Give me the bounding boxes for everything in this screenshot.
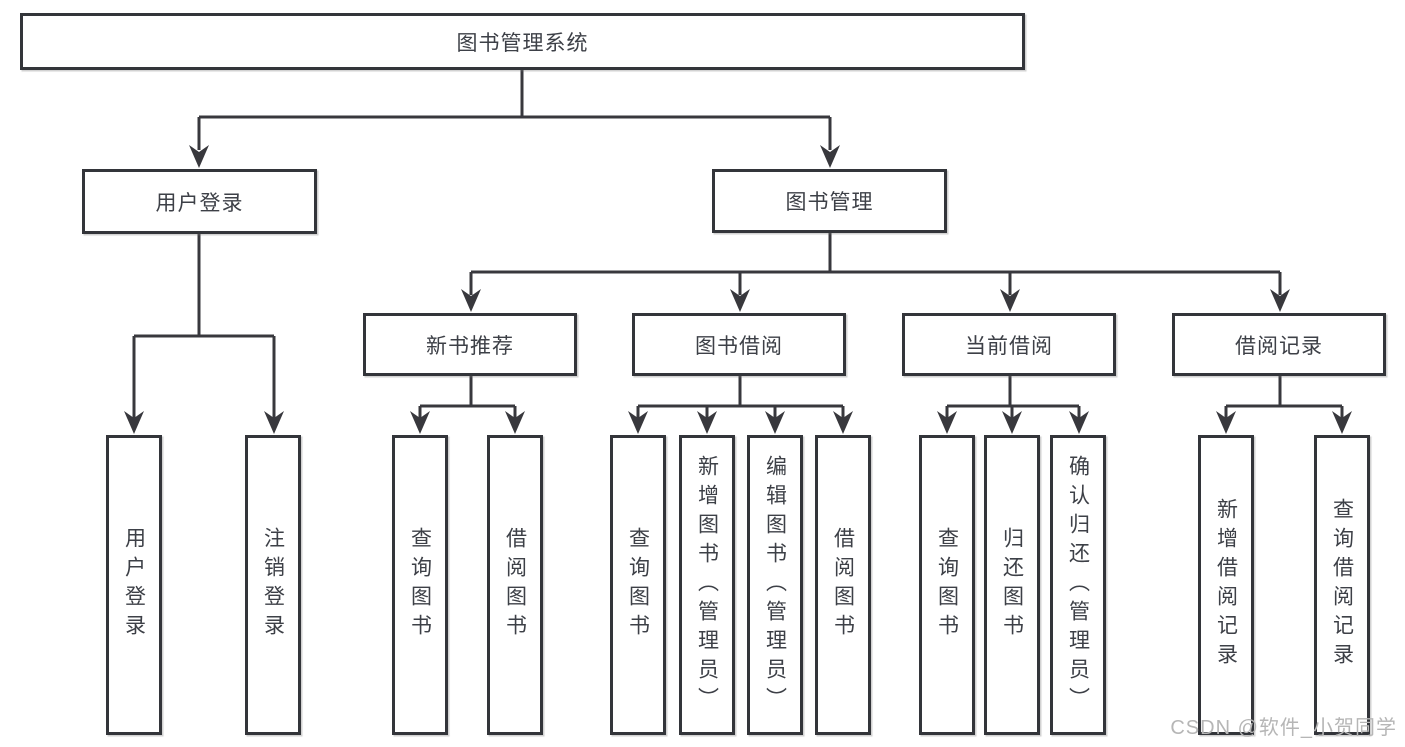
leaf-add-borrow-record-label: 新增借阅记录 xyxy=(1214,498,1238,672)
leaf-borrow-books-newbook: 借阅图书 xyxy=(487,435,543,735)
leaf-query-books-current-label: 查询图书 xyxy=(935,527,959,643)
leaf-user-login: 用户登录 xyxy=(106,435,162,735)
node-user-login-label: 用户登录 xyxy=(155,191,244,215)
leaf-confirm-return-admin: 确认归还（管理员） xyxy=(1050,435,1106,735)
node-borrow-records-label: 借阅记录 xyxy=(1235,334,1323,358)
leaf-query-books-newbook: 查询图书 xyxy=(392,435,448,735)
node-current-borrow-label: 当前借阅 xyxy=(965,334,1053,358)
leaf-add-borrow-record: 新增借阅记录 xyxy=(1198,435,1254,735)
node-current-borrow: 当前借阅 xyxy=(902,313,1116,376)
leaf-query-borrow-record-label: 查询借阅记录 xyxy=(1330,498,1354,672)
leaf-add-books-admin: 新增图书（管理员） xyxy=(679,435,735,735)
leaf-borrow-books-label: 借阅图书 xyxy=(831,527,855,643)
node-book-borrow-label: 图书借阅 xyxy=(695,334,783,358)
node-system-root-label: 图书管理系统 xyxy=(456,31,589,55)
leaf-query-books-borrow: 查询图书 xyxy=(610,435,666,735)
leaf-logout: 注销登录 xyxy=(245,435,301,735)
node-borrow-records: 借阅记录 xyxy=(1172,313,1386,376)
node-user-login: 用户登录 xyxy=(82,169,317,234)
leaf-return-books: 归还图书 xyxy=(984,435,1040,735)
leaf-query-books-borrow-label: 查询图书 xyxy=(626,527,650,643)
leaf-user-login-label: 用户登录 xyxy=(122,527,146,643)
node-book-management-label: 图书管理 xyxy=(785,191,874,214)
leaf-borrow-books: 借阅图书 xyxy=(815,435,871,735)
node-book-borrow: 图书借阅 xyxy=(632,313,846,376)
leaf-edit-books-admin: 编辑图书（管理员） xyxy=(747,435,803,735)
leaf-confirm-return-admin-label: 确认归还（管理员） xyxy=(1066,454,1090,716)
node-new-book-recommend: 新书推荐 xyxy=(363,313,577,376)
node-system-root: 图书管理系统 xyxy=(20,13,1025,70)
leaf-return-books-label: 归还图书 xyxy=(1000,527,1024,643)
leaf-query-books-newbook-label: 查询图书 xyxy=(408,527,432,643)
leaf-borrow-books-newbook-label: 借阅图书 xyxy=(503,527,527,643)
leaf-edit-books-admin-label: 编辑图书（管理员） xyxy=(763,454,787,716)
leaf-logout-label: 注销登录 xyxy=(261,527,285,643)
leaf-add-books-admin-label: 新增图书（管理员） xyxy=(695,454,719,716)
leaf-query-borrow-record: 查询借阅记录 xyxy=(1314,435,1370,735)
arrowhead-icons xyxy=(124,145,1352,434)
csdn-watermark: CSDN @软件_小贺同学 xyxy=(1170,717,1397,739)
node-new-book-recommend-label: 新书推荐 xyxy=(426,334,514,358)
leaf-query-books-current: 查询图书 xyxy=(919,435,975,735)
node-book-management: 图书管理 xyxy=(712,169,947,233)
